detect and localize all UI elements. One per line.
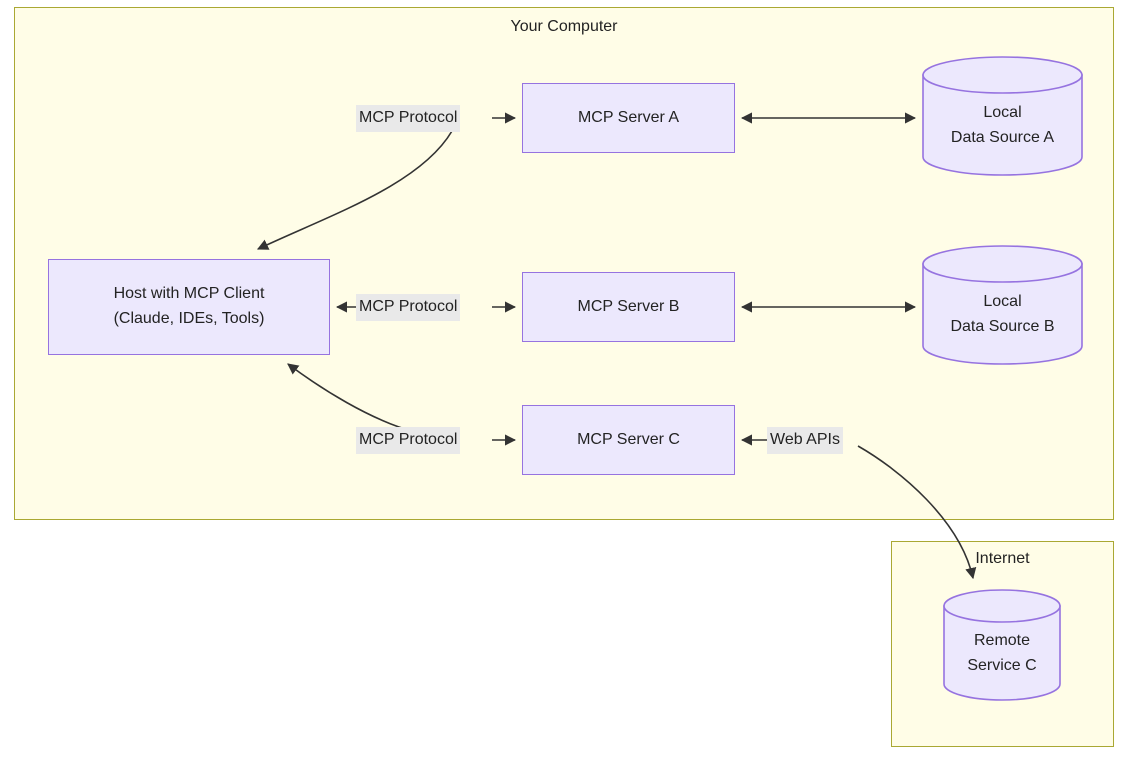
group-your-computer-label: Your Computer [510,18,618,35]
database-icon [943,589,1061,701]
edge-server-c-to-host [287,363,416,433]
node-mcp-server-a-label: MCP Server A [577,108,680,126]
edge-label-mcp-protocol-b: MCP Protocol [356,294,461,321]
database-icon [922,56,1083,176]
edge-label-mcp-protocol-c: MCP Protocol [356,427,461,454]
edge-webapis-to-remote-c [857,445,977,580]
edge-server-a-to-host [256,130,453,250]
node-local-data-source-b[interactable]: Local Data Source B [922,245,1083,365]
edge-label-web-apis: Web APIs [767,427,843,454]
node-remote-service-c[interactable]: Remote Service C [943,589,1061,701]
node-mcp-server-b-label: MCP Server B [577,297,680,315]
node-host-line1: Host with MCP Client [113,285,265,303]
node-mcp-server-c-label: MCP Server C [577,430,680,448]
node-mcp-server-b[interactable]: MCP Server B [522,272,735,342]
node-mcp-server-a[interactable]: MCP Server A [522,83,735,153]
group-internet-label: Internet [975,550,1030,567]
database-icon [922,245,1083,365]
node-local-data-source-a[interactable]: Local Data Source A [922,56,1083,176]
node-host-line2: (Claude, IDEs, Tools) [113,310,265,327]
node-host-with-mcp-client[interactable]: Host with MCP Client (Claude, IDEs, Tool… [48,259,330,355]
edge-label-mcp-protocol-a: MCP Protocol [356,105,461,132]
node-mcp-server-c[interactable]: MCP Server C [522,405,735,475]
